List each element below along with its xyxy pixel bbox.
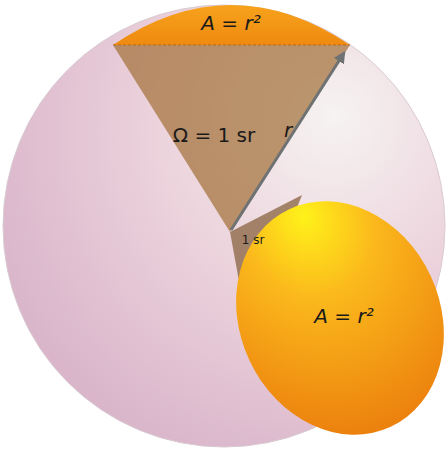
shape-label: Ω = 1 sr — [173, 125, 255, 145]
radius-label: r — [284, 120, 292, 140]
area-cap: A = r² — [110, 2, 352, 47]
area-disc: A = r² — [232, 192, 446, 442]
shape-label: 1 sr — [242, 234, 265, 246]
shape-label: A = r² — [201, 13, 260, 33]
shape-label: A = r² — [314, 306, 373, 326]
